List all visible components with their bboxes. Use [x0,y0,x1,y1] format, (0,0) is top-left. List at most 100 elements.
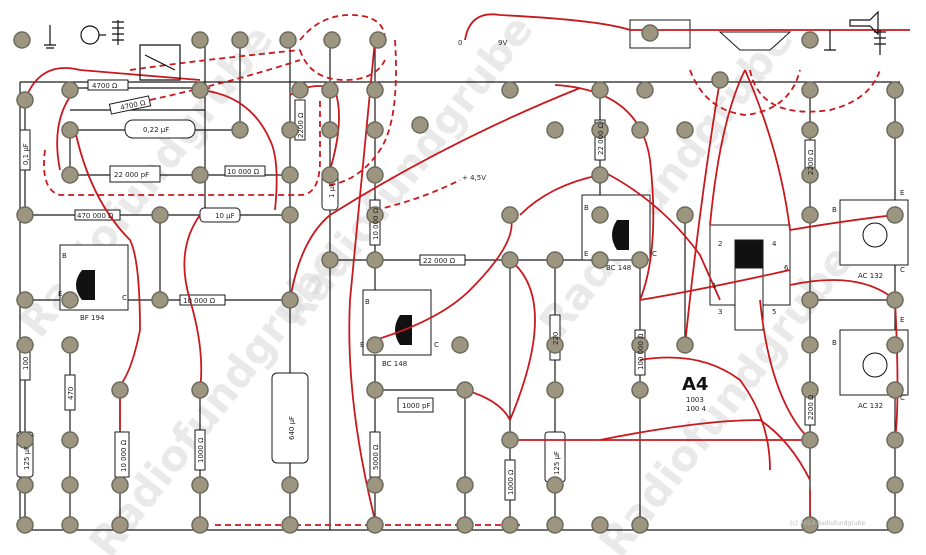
capacitor-01 [19,129,31,171]
terminal-post [631,121,649,139]
label-r-100000: 100 000 Ω [637,333,645,370]
terminal-post [281,291,299,309]
top-symbols [44,10,886,81]
label-battery-9v: 9V [498,39,507,47]
terminal-post [151,291,169,309]
resistor-10000-a [224,165,266,177]
terminal-post [886,336,904,354]
terminal-post [501,431,519,449]
label-c-10uf: 10 µF [215,212,235,220]
capacitor-22000 [109,165,161,183]
terminal-post [321,166,339,184]
red-wires [24,13,910,530]
variable-capacitor-icon [139,44,181,81]
terminal-post [801,81,819,99]
terminal-post [281,121,299,139]
terminal-post [61,516,79,534]
terminal-post [366,121,384,139]
component-labels: 4700 Ω 4700 Ω 0,22 µF 22 000 pF 10 000 Ω… [22,39,905,527]
copyright-text: (c) 2014 Radiofundgrube [790,520,865,527]
terminal-post [456,516,474,534]
resistor-470 [64,374,76,411]
terminal-post [546,381,564,399]
terminal-post [886,121,904,139]
terminal-post [546,121,564,139]
pin-t5-b: B [832,339,837,347]
terminal-post [279,31,297,49]
pin-t2-c: C [434,341,439,349]
terminal-post [366,381,384,399]
terminal-post [369,31,387,49]
label-r-4700: 4700 Ω [92,82,118,90]
terminal-post [801,31,819,49]
terminal-post [16,91,34,109]
terminal-post [801,336,819,354]
capacitor-1000pf [397,397,434,413]
label-battery-0: 0 [458,39,462,47]
terminal-post [61,476,79,494]
label-r-1000-a: 1000 Ω [197,437,205,463]
terminal-post [886,431,904,449]
terminal-post [16,291,34,309]
pin-t3-e: E [584,250,588,258]
terminal-post [886,291,904,309]
label-c-125-a: 125 µF [23,446,31,470]
resistor-1000-a [194,429,206,471]
connector-block [629,19,691,49]
terminal-post [546,516,564,534]
terminal-post [281,166,299,184]
label-t4: AC 132 [858,272,883,280]
terminal-post [456,476,474,494]
terminal-post [886,206,904,224]
terminal-post [631,516,649,534]
terminal-post [61,166,79,184]
board-id-code-1: 1003 [686,396,704,404]
terminal-post [231,121,249,139]
terminal-post [591,516,609,534]
terminal-post [281,206,299,224]
coil-icon [112,20,124,45]
terminal-post [323,31,341,49]
terminal-post [886,476,904,494]
terminal-post [321,121,339,139]
pin-t1-e: E [58,290,62,298]
pin-t1-c: C [122,294,127,302]
speaker-shape [718,31,792,51]
pin-t2-b: B [365,298,370,306]
terminal-post [321,251,339,269]
label-r-22000-v: 22 000 Ω [597,122,605,155]
label-r-10000-a: 10 000 Ω [227,168,260,176]
terminal-post [501,516,519,534]
terminal-post [366,166,384,184]
terminal-post [366,206,384,224]
terminal-post [501,206,519,224]
terminal-post [61,291,79,309]
terminal-post [61,121,79,139]
terminal-post [801,291,819,309]
terminal-post [591,251,609,269]
pin-t3-b: B [584,204,589,212]
terminal-post [451,336,469,354]
resistor-1000-b [504,459,516,501]
terminal-post [801,431,819,449]
label-t5: AC 132 [858,402,883,410]
pin-tr-2: 2 [718,240,722,248]
resistor-22000 [419,254,466,266]
label-t1: BF 194 [80,314,105,322]
label-r-2200-v: 2200 Ω [297,112,305,138]
pin-tr-5: 5 [772,308,776,316]
label-c-125-b: 125 µF [553,451,561,475]
terminal-post [591,166,609,184]
terminal-post [591,81,609,99]
pin-tr-1: 1 [712,282,716,290]
label-r-2200-a: 2200 Ω [807,149,815,175]
terminal-post [191,381,209,399]
terminal-post [61,336,79,354]
terminal-post [16,336,34,354]
label-c-640: 640 µF [288,416,296,440]
terminal-post [16,431,34,449]
terminal-post [886,516,904,534]
terminal-post [676,336,694,354]
ground-icon [44,25,56,49]
pin-t4-b: B [832,206,837,214]
